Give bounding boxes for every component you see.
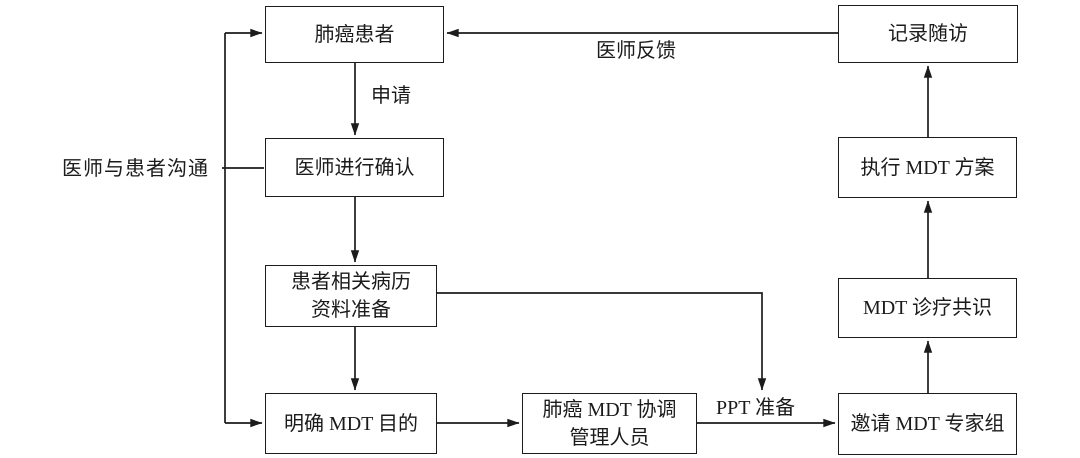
node-physician-confirmation: 医师进行确认 [265,138,444,197]
node-record-follow-up: 记录随访 [838,5,1018,63]
edge-records-to-ppt [437,292,767,391]
edge-label-ppt-preparation: PPT 准备 [716,397,796,419]
node-mdt-coordination-staff: 肺癌 MDT 协调 管理人员 [522,393,697,454]
node-invite-mdt-expert-group: 邀请 MDT 专家组 [838,393,1017,455]
node-mdt-consensus: MDT 诊疗共识 [838,278,1017,338]
node-execute-mdt-plan: 执行 MDT 方案 [838,137,1017,198]
node-lung-cancer-patient: 肺癌患者 [265,6,444,63]
edge-label-physician-feedback: 医师反馈 [596,40,676,62]
edge-label-physician-patient-communication: 医师与患者沟通 [62,158,209,180]
edge-label-apply: 申请 [371,85,411,107]
node-clarify-mdt-purpose: 明确 MDT 目的 [265,393,437,454]
node-patient-records-preparation: 患者相关病历 资料准备 [265,265,437,327]
